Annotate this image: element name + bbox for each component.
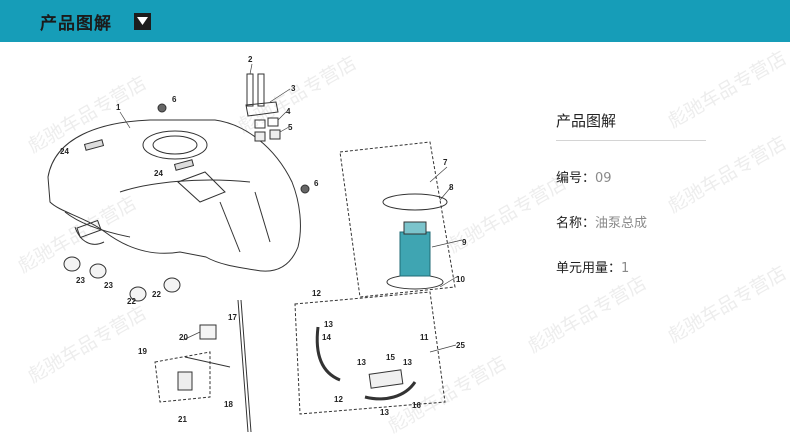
callout-3: 3: [291, 84, 296, 93]
callout-5: 5: [288, 123, 293, 132]
callout-15: 15: [386, 353, 395, 362]
callout-18: 18: [224, 400, 233, 409]
callout-9: 9: [462, 238, 467, 247]
callout-16: 16: [412, 401, 421, 410]
callout-6: 6: [172, 95, 177, 104]
code-value: 09: [595, 171, 612, 186]
callout-25: 25: [456, 341, 465, 350]
hose-kit-box: [294, 291, 446, 415]
name-label: 名称：: [556, 216, 596, 231]
callout-6: 6: [314, 179, 319, 188]
callout-10: 10: [456, 275, 465, 284]
header-title: 产品图解: [40, 14, 112, 34]
filler-ring: [142, 130, 208, 160]
header-bar: 产品图解: [0, 0, 790, 42]
callout-23: 23: [76, 276, 85, 285]
callout-13: 13: [403, 358, 412, 367]
callout-19: 19: [138, 347, 147, 356]
info-code-row: 编号：09: [556, 167, 706, 186]
callout-20: 20: [179, 333, 188, 342]
callout-24: 24: [60, 147, 69, 156]
name-value: 油泵总成: [595, 216, 648, 231]
info-qty-row: 单元用量：1: [556, 257, 706, 276]
callout-12: 12: [334, 395, 343, 404]
callout-17: 17: [228, 313, 237, 322]
info-name-row: 名称：油泵总成: [556, 212, 706, 231]
callout-12: 12: [312, 289, 321, 298]
callout-13: 13: [380, 408, 389, 417]
qty-label: 单元用量：: [556, 261, 622, 276]
callout-11: 11: [420, 333, 429, 342]
callout-8: 8: [449, 183, 454, 192]
callout-14: 14: [322, 333, 331, 342]
callout-2: 2: [248, 55, 253, 64]
callout-22: 22: [127, 297, 136, 306]
callout-1: 1: [116, 103, 121, 112]
callout-21: 21: [178, 415, 187, 424]
watermark: 彪驰车品专营店: [524, 272, 651, 358]
part-info-panel: 产品图解 编号：09 名称：油泵总成 单元用量：1: [556, 110, 706, 276]
callout-7: 7: [443, 158, 448, 167]
callout-13: 13: [324, 320, 333, 329]
fuel-tank: [47, 119, 301, 272]
callout-23: 23: [104, 281, 113, 290]
callout-13: 13: [357, 358, 366, 367]
callout-4: 4: [286, 107, 291, 116]
collapse-toggle-icon[interactable]: [134, 13, 151, 30]
parts-diagram: 1 2 3 4 5 6 6 7 8 9 10 11 12 12 13 13 13…: [47, 55, 467, 432]
pump-assembly-box: [339, 141, 456, 298]
code-label: 编号：: [556, 171, 596, 186]
info-title: 产品图解: [556, 110, 706, 141]
qty-value: 1: [621, 261, 630, 276]
callout-24: 24: [154, 169, 163, 178]
callout-22: 22: [152, 290, 161, 299]
